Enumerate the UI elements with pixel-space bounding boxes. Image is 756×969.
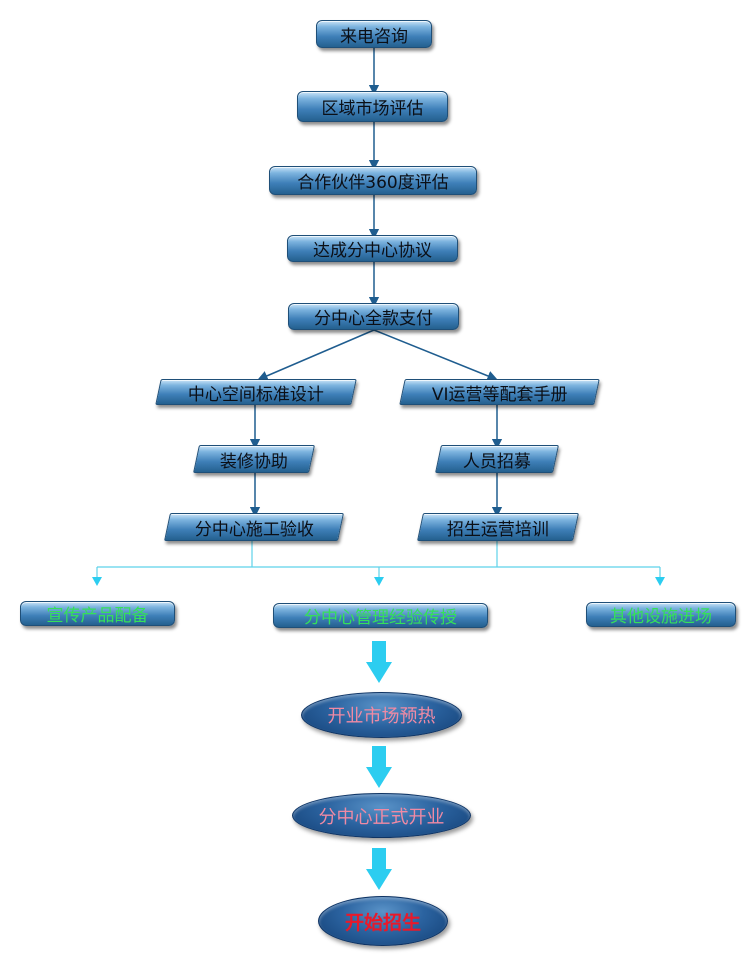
step-construction-inspection: 分中心施工验收 [164, 513, 344, 541]
support-promo-products: 宣传产品配备 [20, 601, 175, 626]
support-arrowheads [92, 577, 665, 586]
connector-split-left [257, 329, 375, 381]
support-other-facilities: 其他设施进场 [586, 602, 736, 627]
step-market-assessment: 区域市场评估 [297, 91, 448, 122]
step-staff-recruitment-label: 人员招募 [463, 451, 531, 472]
step-decoration-assist: 装修协助 [193, 445, 315, 473]
step-decoration-assist-label: 装修协助 [220, 451, 288, 472]
step-agreement: 达成分中心协议 [287, 235, 458, 262]
step-official-opening: 分中心正式开业 [292, 793, 471, 838]
step-vi-manual-label: VI运营等配套手册 [431, 384, 568, 405]
support-distribution-lines [96, 541, 661, 578]
step-vi-manual: VI运营等配套手册 [399, 379, 600, 405]
step-phone-inquiry: 来电咨询 [316, 20, 432, 48]
step-staff-recruitment: 人员招募 [435, 445, 559, 473]
step-start-enrollment: 开始招生 [318, 896, 448, 946]
step-enrollment-training: 招生运营培训 [417, 513, 579, 541]
step-enrollment-training-label: 招生运营培训 [447, 519, 549, 540]
big-arrow-1 [366, 641, 392, 683]
step-space-design-label: 中心空间标准设计 [188, 384, 324, 405]
step-opening-warmup: 开业市场预热 [301, 692, 462, 738]
step-full-payment: 分中心全款支付 [288, 303, 459, 330]
support-management-experience: 分中心管理经验传授 [273, 603, 488, 628]
step-partner-assessment: 合作伙伴360度评估 [269, 166, 477, 195]
step-construction-inspection-label: 分中心施工验收 [194, 519, 314, 540]
big-arrow-2 [366, 746, 392, 788]
connector-split-right [373, 329, 498, 381]
big-arrow-3 [366, 848, 392, 890]
step-space-design: 中心空间标准设计 [155, 379, 357, 405]
